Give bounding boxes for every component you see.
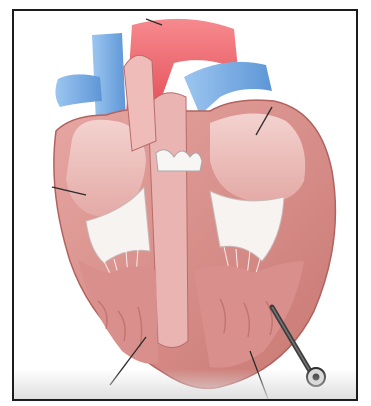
- semilunar-valve: [156, 150, 202, 171]
- bottom-shade: [14, 369, 356, 399]
- diagram-frame: [12, 9, 358, 401]
- heart-cross-section-illustration: [14, 11, 358, 401]
- left-vessel-branch: [55, 74, 102, 107]
